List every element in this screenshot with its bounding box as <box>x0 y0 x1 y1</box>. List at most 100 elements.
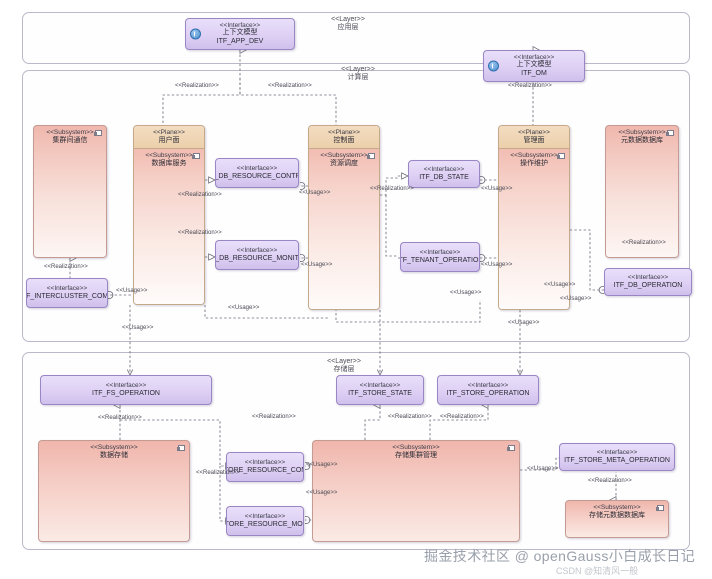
edge-label-usage: <<Usage>> <box>481 262 513 268</box>
layer-name: 存储层 <box>333 366 355 374</box>
layer-name: 计算层 <box>347 74 369 82</box>
node-name: 存储集群管理 <box>395 451 437 459</box>
interface-itf-store-meta-operation[interactable]: <<Interface>> ITF_STORE_META_OPERATION <box>559 443 675 471</box>
stereotype: <<Subsystem>> <box>145 152 193 160</box>
stereotype: <<Interface>> <box>105 381 147 389</box>
interface-itf-intercluster-comm[interactable]: <<Interface>> ITF_INTERCLUSTER_COMM <box>26 278 108 308</box>
edge-label-usage: <<Usage>> <box>122 325 154 331</box>
edge-label-realization: <<Realization>> <box>44 264 88 270</box>
layer-stereotype: <<Layer>> <box>331 16 365 23</box>
subsystem-data-storage[interactable]: <<Subsystem>> 数据存储 <box>38 440 190 542</box>
node-name: 集群间通信 <box>52 136 88 144</box>
node-name: ITF_STORE_RESOURCE_CONTROL <box>227 466 303 474</box>
edge-label-realization: <<Realization>> <box>175 83 219 89</box>
component-icon <box>176 445 185 451</box>
edge-label-usage: <<Usage>> <box>116 288 148 294</box>
interface-itf-om[interactable]: <<Interface>> 上下文模型 ITF_OM <box>483 50 585 82</box>
layer-stereotype: <<Layer>> <box>341 66 375 73</box>
node-name: 控制面 <box>333 136 355 144</box>
component-icon <box>93 130 102 136</box>
node-name: ITF_APP_DEV <box>216 37 264 45</box>
node-name: ITF_STORE_OPERATION <box>446 389 530 397</box>
plane-user[interactable]: <<Plane>> 用户面 <<Subsystem>> 数据库服务 <box>133 125 205 305</box>
plane-management[interactable]: <<Plane>> 管理面 <<Subsystem>> 操作维护 <box>498 125 570 310</box>
stereotype: <<Interface>> <box>627 273 669 281</box>
edge-label-usage: <<Usage>> <box>299 190 331 196</box>
edge-label-usage-extra: <<Usage>> <box>527 466 559 472</box>
stereotype: <<Interface>> <box>596 448 638 456</box>
layer-name: 应用层 <box>337 24 359 32</box>
watermark-primary: 掘金技术社区 @ openGauss小白成长日记 <box>424 548 696 564</box>
node-name: 数据存储 <box>100 451 128 459</box>
subsystem-intercluster-comm[interactable]: <<Subsystem>> 集群间通信 <box>33 125 107 258</box>
component-icon <box>191 153 200 160</box>
subsystem-metadata-database[interactable]: <<Subsystem>> 元数据数据库 <box>605 125 679 258</box>
edge-label-realization: <<Realization>> <box>178 230 222 236</box>
interface-itf-db-state[interactable]: <<Interface>> ITF_DB_STATE <box>408 160 480 188</box>
node-name: ITF_OM <box>521 69 547 77</box>
interface-itf-db-operation[interactable]: <<Interface>> ITF_DB_OPERATION <box>604 268 692 296</box>
edge-label-usage: <<Usage>> <box>560 296 592 302</box>
layer-stereotype: <<Layer>> <box>327 358 361 365</box>
subsystem-resource-scheduling[interactable]: <<Subsystem>> 资源调度 <box>309 149 379 309</box>
edge-label-realization: <<Realization>> <box>508 83 552 89</box>
component-icon <box>506 445 515 451</box>
stereotype: <<Subsystem>> <box>510 152 558 160</box>
node-name: 元数据数据库 <box>621 136 663 144</box>
layer-label-computing: <<Layer>> 计算层 <box>318 66 398 82</box>
interface-ball-icon <box>488 60 499 72</box>
node-name: 管理面 <box>523 136 545 144</box>
interface-itf-db-resource-monitor[interactable]: <<Interface>> ITF_DB_RESOURCE_MONITOR <box>215 240 299 270</box>
edge-label-realization: <<Realization>> <box>98 415 142 421</box>
interface-ball-icon <box>190 28 201 40</box>
node-name: ITF_STORE_STATE <box>348 389 412 397</box>
stereotype: <<Subsystem>> <box>618 129 666 136</box>
layer-label-storage: <<Layer>> 存储层 <box>304 358 384 374</box>
stereotype: <<Subsystem>> <box>593 504 641 511</box>
stereotype: <<Interface>> <box>467 381 509 389</box>
interface-itf-store-operation[interactable]: <<Interface>> ITF_STORE_OPERATION <box>437 375 539 405</box>
interface-itf-fs-operation[interactable]: <<Interface>> ITF_FS_OPERATION <box>40 375 212 405</box>
node-name: 用户面 <box>158 136 180 144</box>
node-name: 操作维护 <box>520 160 548 168</box>
node-name: ITF_DB_STATE <box>419 173 469 181</box>
interface-itf-tenant-operation[interactable]: <<Interface>> ITF_TENANT_OPERATION <box>400 242 480 272</box>
interface-itf-db-resource-control[interactable]: <<Interface>> ITF_DB_RESOURCE_CONTROL <box>215 158 299 188</box>
interface-itf-app-dev[interactable]: <<Interface>> 上下文模型 ITF_APP_DEV <box>185 18 295 50</box>
node-name: ITF_STORE_META_OPERATION <box>564 456 670 464</box>
edge-label-realization: <<Realization>> <box>178 192 222 198</box>
plane-control[interactable]: <<Plane>> 控制面 <<Subsystem>> 资源调度 <box>308 125 380 310</box>
stereotype: <<Interface>> <box>513 53 555 61</box>
subsystem-operation-maintenance[interactable]: <<Subsystem>> 操作维护 <box>499 149 569 309</box>
interface-itf-store-resource-monitor[interactable]: <<Interface>> ITF_STORE_RESOURCE_MONITOR <box>226 506 304 536</box>
stereotype: <<Interface>> <box>46 284 88 292</box>
edge-label-usage-extra: <<Usage>> <box>450 290 482 296</box>
node-name: ITF_FS_OPERATION <box>92 389 160 397</box>
node-title: 上下文模型 <box>222 29 258 37</box>
node-name: 资源调度 <box>330 160 358 168</box>
stereotype: <<Interface>> <box>419 248 461 256</box>
edge-label-usage: <<Usage>> <box>544 282 576 288</box>
component-icon <box>366 153 375 160</box>
subsystem-storage-cluster-management[interactable]: <<Subsystem>> 存储集群管理 <box>312 440 520 542</box>
edge-label-realization: <<Realization>> <box>252 414 296 420</box>
edge-label-usage: <<Usage>> <box>228 305 260 311</box>
stereotype: <<Plane>> <box>153 129 185 136</box>
plane-header: <<Plane>> 管理面 <box>499 126 569 150</box>
edge-label-realization-extra: <<Realization>> <box>588 478 632 484</box>
node-title: 上下文模型 <box>516 61 552 69</box>
layer-label-application: <<Layer>> 应用层 <box>308 16 388 32</box>
edge-label-usage-extra: <<Usage>> <box>306 490 338 496</box>
stereotype: <<Subsystem>> <box>320 152 368 160</box>
stereotype: <<Subsystem>> <box>46 129 94 136</box>
subsystem-storage-metadata-database[interactable]: <<Subsystem>> 存储元数据数据库 <box>565 500 669 538</box>
interface-itf-store-state[interactable]: <<Interface>> ITF_STORE_STATE <box>336 375 424 405</box>
interface-itf-store-resource-control[interactable]: <<Interface>> ITF_STORE_RESOURCE_CONTROL <box>226 452 304 482</box>
node-name: 数据库服务 <box>151 160 187 168</box>
layer-application <box>22 12 690 64</box>
edge-label-realization-extra: <<Realization>> <box>440 414 484 420</box>
stereotype: <<Interface>> <box>219 21 261 29</box>
subsystem-db-service[interactable]: <<Subsystem>> 数据库服务 <box>134 149 204 304</box>
watermark-secondary: CSDN @知清风一般 <box>556 566 639 576</box>
node-name: ITF_TENANT_OPERATION <box>400 256 480 264</box>
